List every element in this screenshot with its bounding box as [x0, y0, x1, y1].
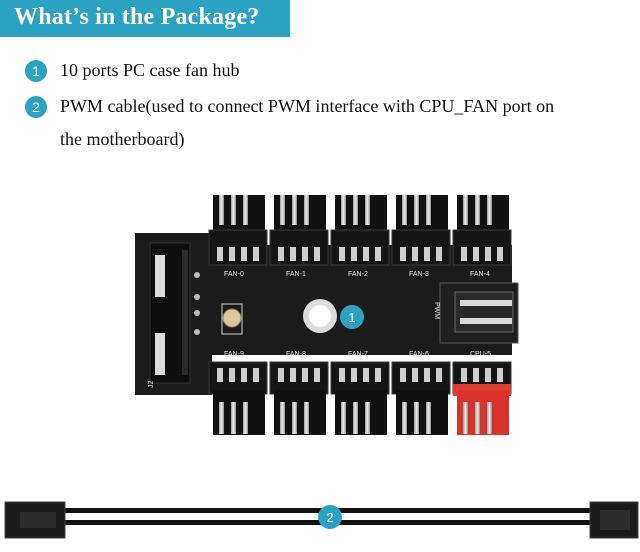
fan-8-label: FAN-8	[286, 351, 306, 358]
marker-2-number: 2	[326, 510, 333, 525]
item-number-1: 1	[25, 60, 47, 82]
cpu-5-label: CPU-5	[470, 351, 491, 358]
fan-3-label: FAN-3	[409, 271, 429, 278]
fan-7-label: FAN-7	[348, 351, 368, 358]
item-text-1: 10 ports PC case fan hub	[60, 60, 240, 80]
package-header: What’s in the Package?	[0, 0, 290, 37]
fan-hub-board: J2	[135, 233, 512, 395]
marker-1	[340, 305, 364, 329]
bottom-connectors	[208, 361, 512, 435]
fan-0-label: FAN-0	[224, 271, 244, 278]
pwm-connector: PWM	[433, 282, 519, 344]
fan-2-label: FAN-2	[348, 271, 368, 278]
marker-2	[318, 505, 342, 529]
fan-9-label: FAN-9	[224, 351, 244, 358]
item-text-2-line1: PWM cable(used to connect PWM interface …	[60, 96, 555, 116]
fan-4-label: FAN-4	[470, 271, 490, 278]
marker-1-number: 1	[348, 310, 355, 325]
item-text-2-line2: the motherboard)	[60, 129, 185, 149]
top-connectors	[208, 195, 512, 266]
item-number-2: 2	[25, 96, 47, 118]
cpu-connector	[452, 361, 512, 435]
header-title: What’s in the Package?	[14, 4, 260, 30]
fan-6-label: FAN-6	[409, 351, 429, 358]
pwm-label: PWM	[433, 302, 440, 319]
j2-label: J2	[148, 381, 155, 389]
fan-1-label: FAN-1	[286, 271, 306, 278]
